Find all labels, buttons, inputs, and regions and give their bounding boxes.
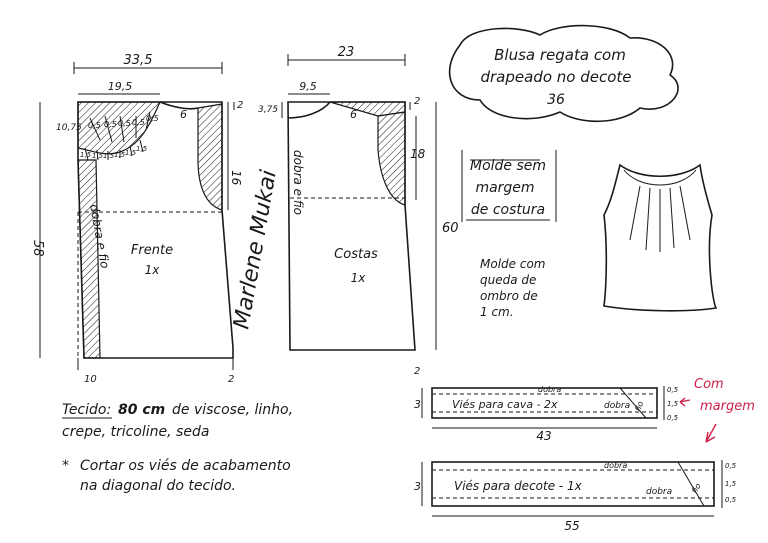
strip-armhole-margin-1: 0,5 xyxy=(667,386,679,394)
strip-neck-margin-2: 1,5 xyxy=(725,480,737,488)
fabric-amount: 80 cm xyxy=(118,402,165,418)
fabric-note: Tecido: 80 cm de viscose, linho, crepe, … xyxy=(62,402,293,440)
front-drape-label-1: 0,5 xyxy=(88,121,101,130)
fabric-line-1: de viscose, linho, xyxy=(172,402,293,418)
shoulder-note-line-3: ombro de xyxy=(480,289,538,303)
front-hem-left-label: 10 xyxy=(84,374,97,385)
back-piece: 23 9,5 3,75 6 2 18 60 2 dobra e fio Cost… xyxy=(258,45,459,377)
back-armhole-label: 18 xyxy=(410,147,426,161)
front-shoulder-label: 6 xyxy=(180,108,187,121)
back-fold-text: dobra e fio xyxy=(291,150,305,215)
front-armhole xyxy=(197,103,223,211)
front-height-label: 58 xyxy=(30,240,45,257)
strip-neck-label: Viés para decote - 1x xyxy=(454,479,583,493)
shoulder-note-line-4: 1 cm. xyxy=(480,305,514,319)
garment-outline xyxy=(603,163,718,312)
shoulder-note-line-1: Molde com xyxy=(480,257,545,271)
note-box-line-2: margem xyxy=(475,180,534,196)
front-fold-label-2: 1,5 xyxy=(92,152,104,160)
back-qty: 1x xyxy=(351,271,367,285)
strip-armhole-label: Viés para cava - 2x xyxy=(452,398,558,411)
strip-neck-height: 3 xyxy=(414,480,421,493)
front-fold-strip xyxy=(77,159,101,359)
back-name: Costas xyxy=(334,247,378,262)
strip-armhole-fold: dobra xyxy=(538,385,561,394)
back-armhole xyxy=(377,111,406,206)
seam-arrow-left-icon xyxy=(679,397,691,407)
strip-armhole-outline xyxy=(431,387,658,419)
title-cloud-outline xyxy=(448,24,679,123)
shoulder-note-line-2: queda de xyxy=(480,273,536,287)
note-box: Molde sem margem de costura xyxy=(461,150,557,222)
title-cloud: Blusa regata com drapeado no decote 36 xyxy=(448,24,679,123)
front-fold-label-6: 1,5 xyxy=(136,145,148,153)
strip-neck-margin-3: 0,5 xyxy=(725,496,737,504)
note-box-line-3: de costura xyxy=(471,202,545,218)
bias-note: * Cortar os viés de acabamento na diagon… xyxy=(62,458,291,494)
front-fold-label-3: 1,5 xyxy=(103,152,115,160)
strip-neck-margin-1: 0,5 xyxy=(725,462,737,470)
back-shoulder-label: 6 xyxy=(350,108,357,121)
back-width-label: 23 xyxy=(338,45,355,60)
front-qty: 1x xyxy=(145,263,161,277)
front-armhole-label: 16 xyxy=(229,170,243,186)
strip-neck-fold-end: dobra xyxy=(646,487,672,497)
front-neck-label: 19,5 xyxy=(108,80,133,93)
front-drape-label-4: 0,5 xyxy=(132,118,145,127)
fabric-line-2: crepe, tricoline, seda xyxy=(62,424,209,440)
back-neck-depth-label: 3,75 xyxy=(258,105,278,115)
back-top-drop-label: 2 xyxy=(414,96,420,107)
front-drape-label-5: 0,5 xyxy=(146,114,159,123)
front-side-label: 10,75 xyxy=(56,123,82,133)
seam-arrow-icon xyxy=(705,423,717,443)
strip-armhole-fold-end: dobra xyxy=(604,401,630,411)
front-fold-label-5: 1,5 xyxy=(125,149,137,157)
back-height-label: 60 xyxy=(442,221,459,236)
front-top-drop-label: 2 xyxy=(237,100,243,111)
fabric-label: Tecido: xyxy=(62,402,111,418)
garment-sketch xyxy=(603,163,718,312)
shoulder-note: Molde com queda de ombro de 1 cm. xyxy=(480,257,545,319)
strip-armhole-margin-3: 0,5 xyxy=(667,414,679,422)
bias-note-line-2: na diagonal do tecido. xyxy=(80,478,236,494)
back-neck-label: 9,5 xyxy=(299,80,317,93)
front-width-label: 33,5 xyxy=(124,53,153,68)
strip-armhole-margin-2: 1,5 xyxy=(667,400,679,408)
signature: Marlene Mukai xyxy=(229,168,282,331)
strip-armhole-length: 43 xyxy=(536,429,551,443)
bias-note-star: * xyxy=(62,458,69,474)
strip-armhole-height: 3 xyxy=(414,398,421,411)
strip-neck-fold: dobra xyxy=(604,461,627,470)
title-line-1: Blusa regata com xyxy=(494,46,626,64)
seam-note: Com margem xyxy=(679,377,755,443)
front-name: Frente xyxy=(131,243,173,258)
front-drape-label-3: 0,5 xyxy=(118,119,131,128)
front-hem-right-label: 2 xyxy=(228,374,234,385)
front-fold-label-4: 1,5 xyxy=(114,151,126,159)
strip-neck-grain: fio xyxy=(690,482,703,495)
title-size: 36 xyxy=(547,92,565,108)
strip-armhole: dobra Viés para cava - 2x dobra fio 43 3… xyxy=(414,385,679,443)
bias-note-line-1: Cortar os viés de acabamento xyxy=(80,458,291,474)
seam-note-line-2: margem xyxy=(700,399,755,414)
front-drape-label-2: 0,5 xyxy=(104,120,117,129)
strip-neck-length: 55 xyxy=(564,519,579,533)
title-line-2: drapeado no decote xyxy=(480,68,631,86)
back-hem-right-label: 2 xyxy=(414,366,420,377)
front-fold-label-1: 1,5 xyxy=(80,151,92,159)
front-piece: 33,5 19,5 0,5 0,5 0,5 0,5 0,5 1,5 1,5 1,… xyxy=(30,53,243,385)
strip-neck: dobra Viés para decote - 1x dobra fio 55… xyxy=(414,460,737,533)
strip-armhole-grain: fio xyxy=(633,400,645,413)
note-box-line-1: Molde sem xyxy=(470,158,546,174)
seam-note-line-1: Com xyxy=(694,377,724,392)
strip-neck-outline xyxy=(431,461,715,507)
